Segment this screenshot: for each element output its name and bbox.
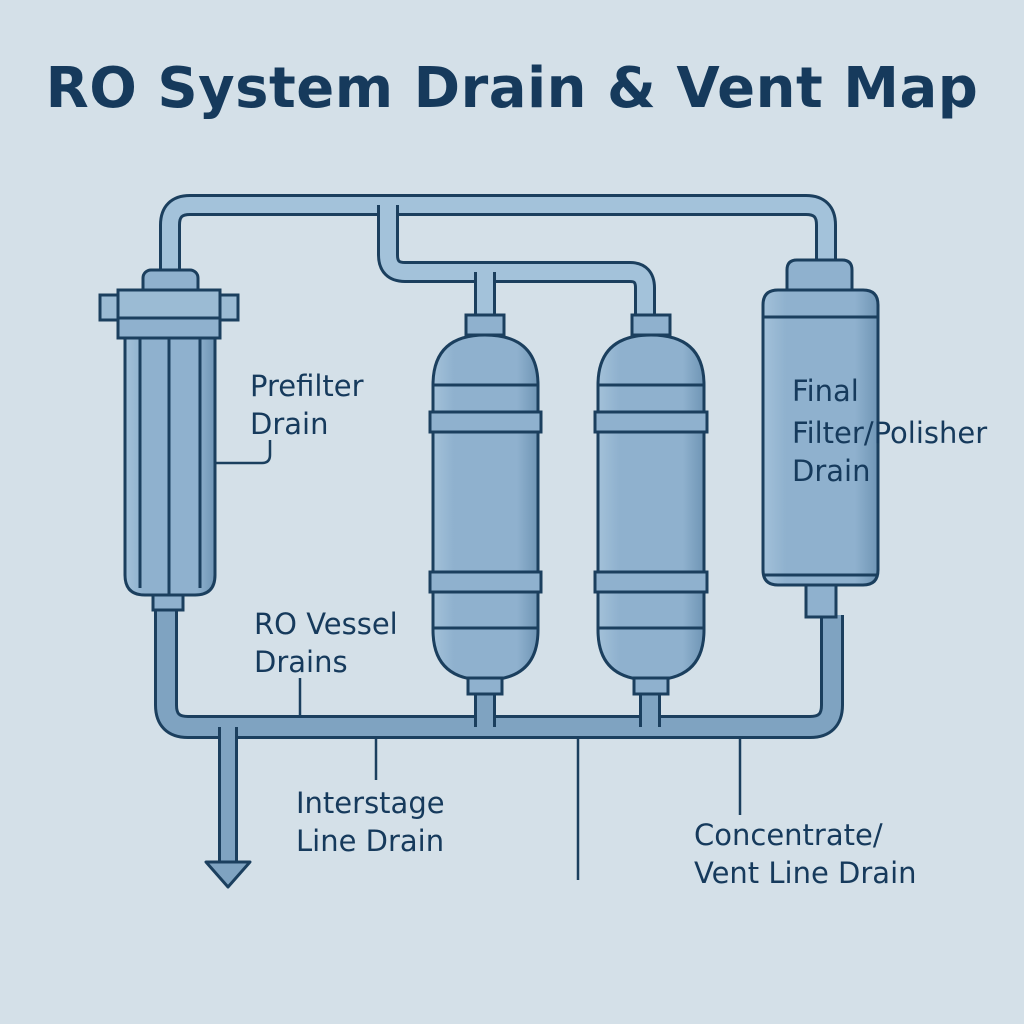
label-line: Drains [254,645,348,679]
concentrate-vent-line-drain-label: Concentrate/ Vent Line Drain [694,816,917,892]
prefilter-housing [98,268,240,612]
drain-header-pipe [154,610,844,862]
label-line: Line Drain [296,824,445,858]
label-line: Vent Line Drain [694,856,917,890]
label-line: Drain [792,454,871,488]
label-line: Filter/Polisher [792,416,988,450]
label-line: Drain [250,407,329,441]
feed-header-pipe [159,194,837,318]
prefilter-drain-label: Prefilter Drain [250,367,364,443]
ro-vessel-2 [593,313,709,696]
interstage-line-drain-label: Interstage Line Drain [296,784,445,860]
down-arrow-icon [204,860,252,889]
leader-lines [215,440,742,880]
prefilter-leader [215,440,272,465]
label-line: Prefilter [250,369,364,403]
ro-vessel-1 [428,313,543,696]
label-line: Final [792,374,859,408]
label-line: RO Vessel [254,607,398,641]
label-line: Concentrate/ [694,818,883,852]
final-filter-drain-label: Final Filter/Polisher Drain [792,367,987,491]
diagram-title: RO System Drain & Vent Map [45,56,979,121]
ro-vessel-drains-label: RO Vessel Drains [254,605,398,681]
label-line: Interstage [296,786,445,820]
final-filter-housing [761,258,880,619]
